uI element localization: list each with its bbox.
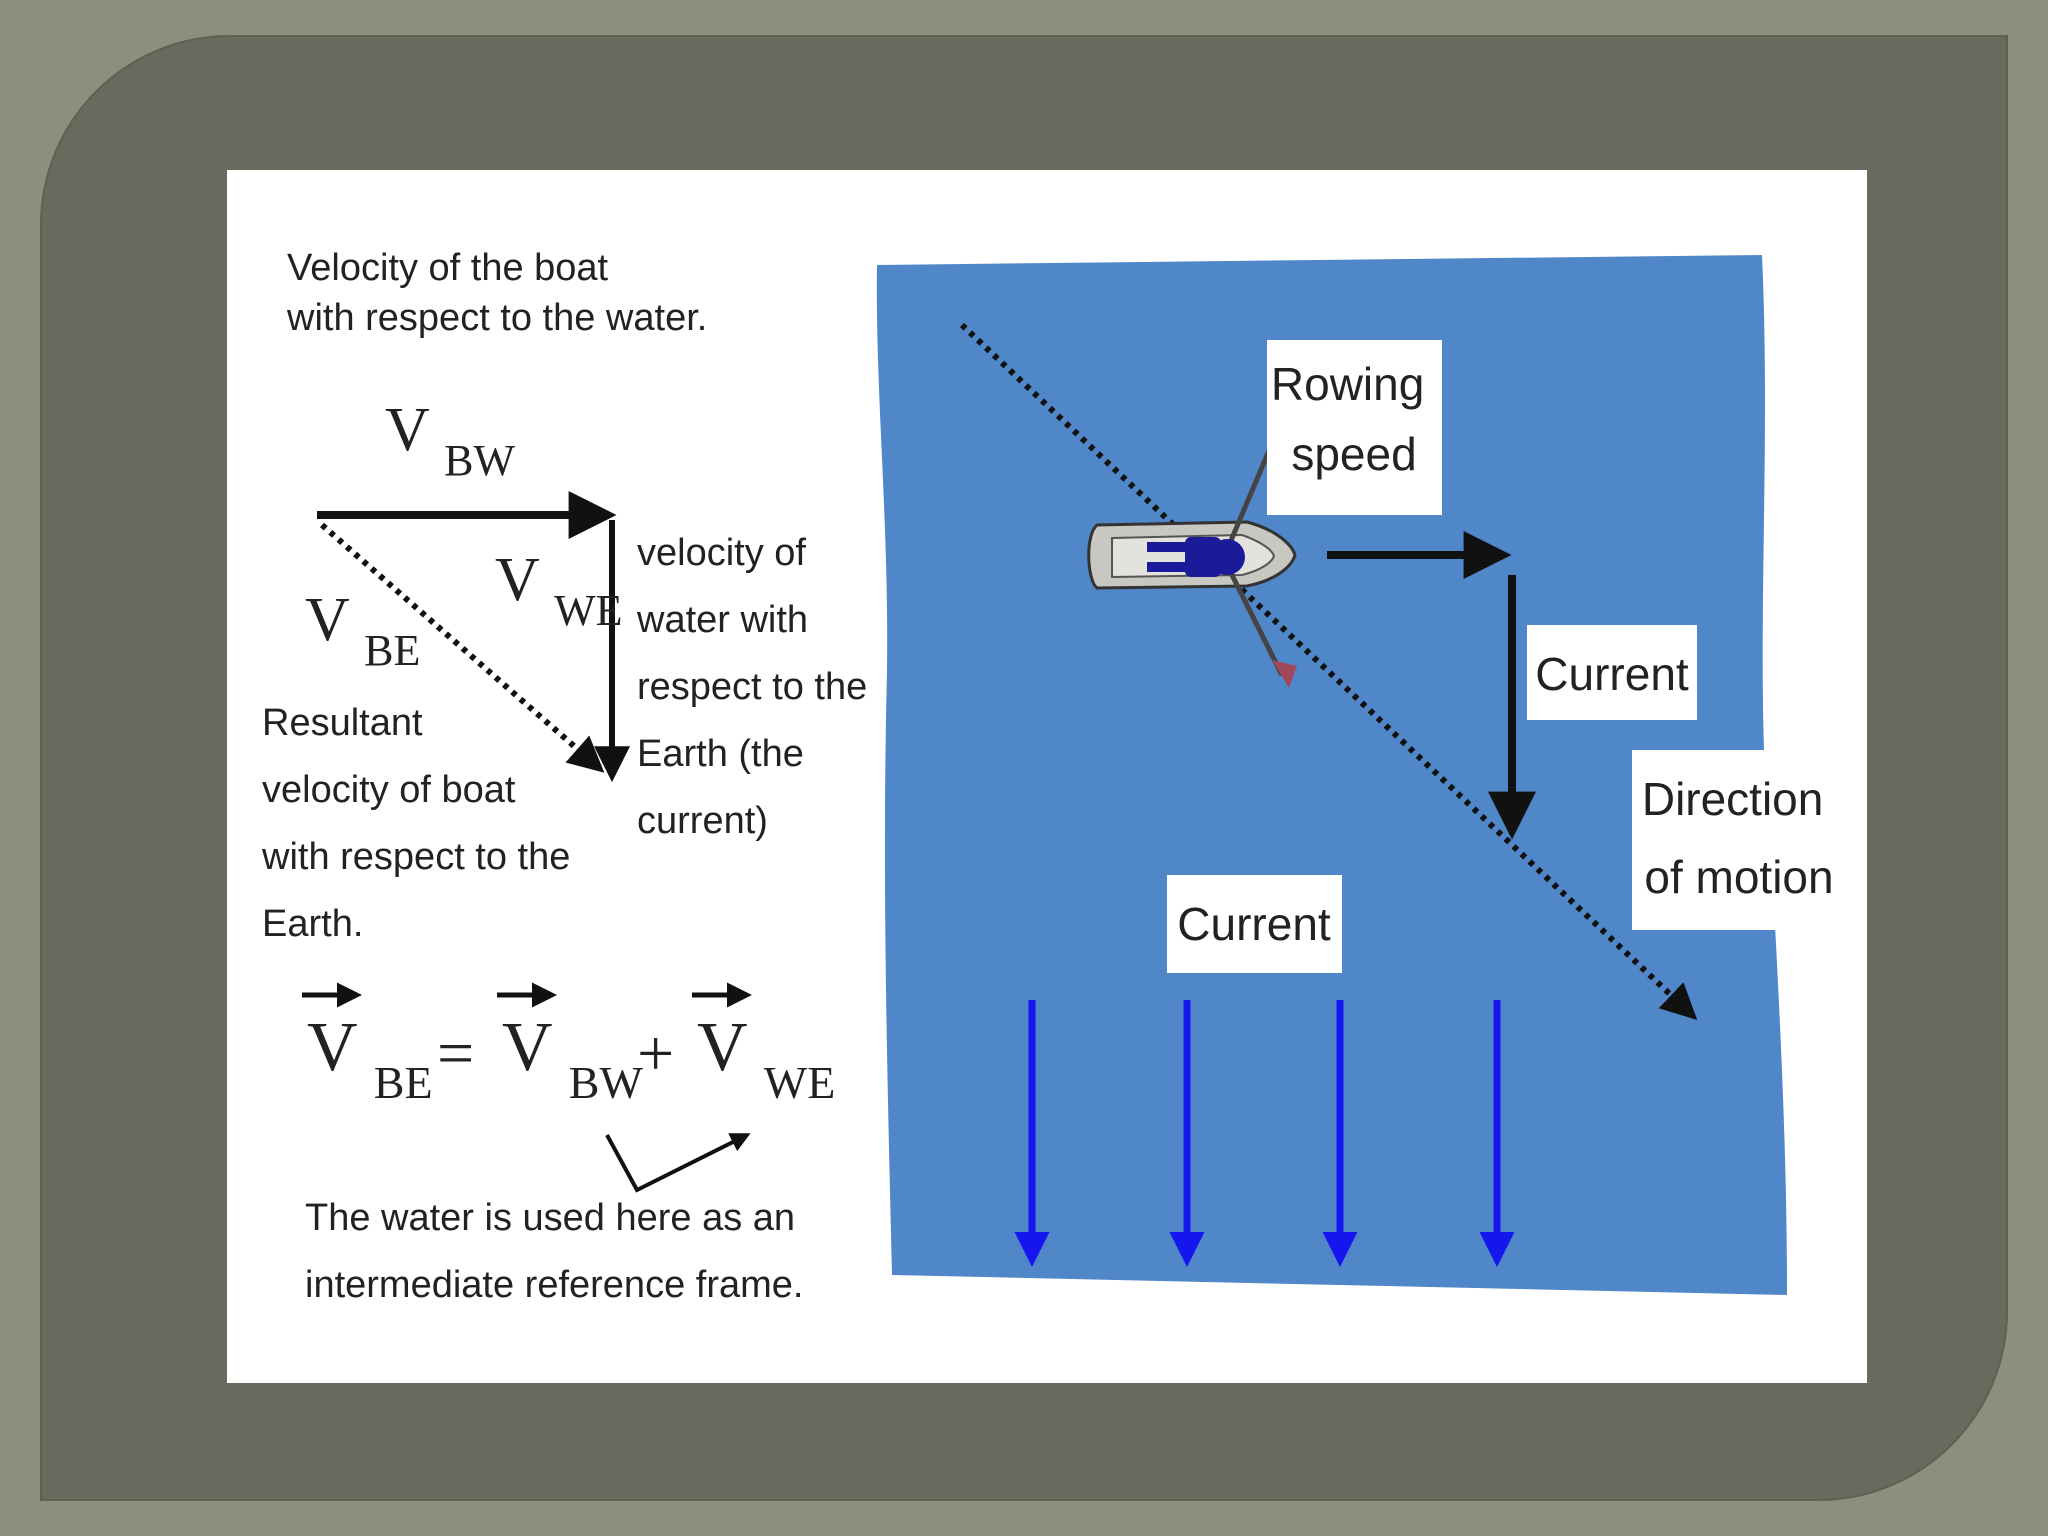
v-symbol: V — [495, 546, 540, 614]
label-line: Rowing — [1271, 358, 1424, 410]
caption-line: intermediate reference frame. — [305, 1264, 803, 1306]
label-line: of motion — [1644, 851, 1833, 903]
v-subscript: WE — [764, 1057, 836, 1108]
caption-line: The water is used here as an — [305, 1197, 795, 1239]
velocity-equation: V BE = V BW + V WE — [302, 982, 835, 1193]
caption-line: respect to the — [637, 666, 867, 708]
oar-blade-icon — [1272, 660, 1297, 688]
direction-label-box — [1632, 750, 1847, 930]
resultant-caption: Resultant velocity of boat with respect … — [261, 702, 581, 945]
v-subscript: WE — [554, 586, 622, 635]
caption-line: with respect to the — [261, 836, 570, 878]
equals-sign: = — [437, 1017, 474, 1090]
v-bw-label: V BW — [385, 396, 516, 485]
left-panel: Velocity of the boat with respect to the… — [261, 247, 878, 1306]
slide-frame: Velocity of the boat with respect to the… — [40, 35, 2008, 1501]
v-symbol: V — [385, 396, 430, 464]
caption-line: current) — [637, 800, 768, 842]
plus-sign: + — [637, 1017, 674, 1090]
caption-line: Velocity of the boat — [287, 247, 609, 289]
direction-of-motion-arrow — [959, 322, 1698, 1020]
v-subscript: BW — [444, 436, 515, 485]
equation-term-we: V WE — [697, 1009, 835, 1108]
current-label-box-upper — [1527, 625, 1697, 720]
intermediate-bracket — [605, 1133, 751, 1193]
intermediate-frame-note: The water is used here as an intermediat… — [305, 1197, 806, 1306]
caption-line: velocity of boat — [262, 769, 516, 811]
equation-lhs: V BE — [307, 1009, 433, 1108]
rower-icon — [1147, 537, 1245, 577]
current-label-box-lower — [1167, 875, 1342, 973]
v-subscript: BE — [374, 1057, 433, 1108]
oar-icon — [1224, 563, 1285, 677]
v-we-label: V WE — [495, 546, 623, 635]
caption-line: Resultant — [262, 702, 423, 744]
rowing-speed-label-box — [1267, 340, 1442, 515]
v-symbol: V — [307, 1009, 357, 1086]
right-panel: Rowing speed Current Direction of motion… — [876, 255, 1847, 1295]
caption-line: Earth. — [262, 903, 363, 945]
current-label-upper: Current — [1535, 648, 1689, 700]
caption-line: with respect to the water. — [286, 297, 707, 339]
direction-of-motion-label: Direction of motion — [1642, 773, 1836, 903]
water-body — [876, 255, 1787, 1295]
rowing-speed-label: Rowing speed — [1271, 358, 1437, 480]
caption-line: velocity of — [637, 532, 806, 574]
label-line: Direction — [1642, 773, 1824, 825]
v-symbol: V — [305, 586, 350, 654]
water-earth-caption: velocity of water with respect to the Ea… — [636, 532, 878, 842]
v-be-label: V BE — [305, 586, 420, 675]
current-label-lower: Current — [1177, 898, 1331, 950]
v-subscript: BW — [569, 1057, 644, 1108]
v-symbol: V — [502, 1009, 552, 1086]
boat-water-caption: Velocity of the boat with respect to the… — [286, 247, 707, 339]
v-subscript: BE — [364, 626, 420, 675]
caption-line: Earth (the — [637, 733, 804, 775]
relative-velocity-figure: Velocity of the boat with respect to the… — [227, 170, 1867, 1383]
v-symbol: V — [697, 1009, 747, 1086]
label-line: speed — [1291, 428, 1416, 480]
equation-term-bw: V BW — [502, 1009, 643, 1108]
caption-line: water with — [636, 599, 808, 641]
figure-canvas: Velocity of the boat with respect to the… — [261, 247, 1847, 1306]
